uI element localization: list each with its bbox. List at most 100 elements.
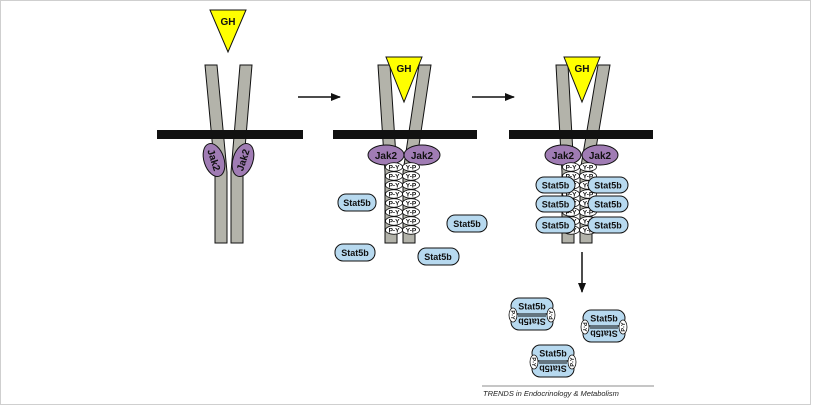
phosphotyrosine-right: Y-P (579, 162, 597, 172)
gh-hormone (563, 56, 601, 104)
svg-text:Stat5b: Stat5b (539, 349, 567, 359)
stat5b-free-1: Stat5b (337, 193, 377, 212)
svg-text:P-Y: P-Y (389, 209, 401, 216)
gh-label: GH (575, 64, 590, 75)
stat5b-docked-right-3: Stat5b (587, 216, 629, 234)
phosphotyrosine-pair-right: P-Y (567, 354, 577, 370)
svg-text:P-Y: P-Y (566, 164, 578, 171)
svg-text:Y-P: Y-P (406, 209, 417, 216)
stat5b-docked-left-3: Stat5b (535, 216, 576, 234)
stat5b-docked-left-1: Stat5b (535, 176, 576, 194)
svg-text:Stat5b: Stat5b (341, 248, 369, 258)
phosphotyrosine-right: Y-P (402, 162, 420, 172)
phosphotyrosine-pair-left: P-Y (580, 319, 590, 335)
gh-label: GH (397, 64, 412, 75)
phosphotyrosine-left: P-Y (385, 225, 403, 235)
svg-text:Jak2: Jak2 (411, 151, 434, 162)
svg-text:Y-P: Y-P (583, 191, 594, 198)
svg-text:P-Y: P-Y (389, 218, 401, 225)
svg-text:P-Y: P-Y (389, 182, 401, 189)
svg-text:Y-P: Y-P (583, 227, 594, 234)
svg-text:Jak2: Jak2 (589, 151, 612, 162)
phosphotyrosine-pair-right: P-Y (546, 307, 556, 323)
svg-text:Y-P: Y-P (406, 173, 417, 180)
svg-text:Y-P: Y-P (406, 191, 417, 198)
svg-text:P-Y: P-Y (530, 357, 536, 367)
svg-text:Stat5b: Stat5b (453, 219, 481, 229)
phosphotyrosine-pair-left: P-Y (529, 354, 539, 370)
phosphotyrosine-left: P-Y (562, 162, 580, 172)
phosphotyrosine-left: P-Y (385, 207, 403, 217)
svg-text:Stat5b: Stat5b (542, 221, 570, 231)
svg-text:Jak2: Jak2 (375, 151, 398, 162)
phosphotyrosine-column-right: Y-PY-PY-PY-PY-PY-PY-PY-P (402, 162, 420, 235)
stat5b-upper: Stat5b (582, 309, 626, 327)
phosphotyrosine-pair-right: P-Y (618, 319, 628, 335)
svg-text:Stat5b: Stat5b (518, 302, 546, 312)
panel-unbound: GH Jak2 Jak2 (157, 9, 303, 244)
cell-membrane (333, 130, 477, 139)
phosphotyrosine-right: Y-P (402, 171, 420, 181)
cell-membrane (509, 130, 653, 139)
svg-text:P-Y: P-Y (566, 209, 578, 216)
phosphotyrosine-right: Y-P (402, 198, 420, 208)
jak2-right: Jak2 (581, 144, 619, 166)
phosphotyrosine-left: P-Y (385, 180, 403, 190)
cell-membrane (157, 130, 303, 139)
svg-text:P-Y: P-Y (566, 173, 578, 180)
phosphotyrosine-column-left: P-YP-YP-YP-YP-YP-YP-YP-Y (385, 162, 403, 235)
jak2-right: Jak2 (231, 143, 255, 177)
stat5b-upper: Stat5b (531, 344, 575, 362)
svg-text:Y-P: Y-P (406, 227, 417, 234)
svg-text:Y-P: Y-P (406, 182, 417, 189)
svg-text:Y-P: Y-P (583, 209, 594, 216)
svg-text:Stat5b: Stat5b (542, 200, 570, 210)
phosphotyrosine-right: Y-P (402, 216, 420, 226)
phosphotyrosine-left: P-Y (385, 216, 403, 226)
svg-text:Stat5b: Stat5b (343, 198, 371, 208)
stat5b-free-2: Stat5b (446, 214, 488, 233)
jak2-right: Jak2 (403, 144, 441, 166)
svg-text:P-Y: P-Y (566, 191, 578, 198)
svg-text:P-Y: P-Y (389, 227, 401, 234)
phosphotyrosine-right: Y-P (402, 189, 420, 199)
svg-text:Y-P: Y-P (583, 164, 594, 171)
stat5b-docked-right-2: Stat5b (587, 195, 629, 213)
phosphotyrosine-left: P-Y (385, 162, 403, 172)
svg-text:P-Y: P-Y (509, 310, 515, 320)
phosphotyrosine-right: Y-P (402, 180, 420, 190)
stat5b-upper: Stat5b (510, 297, 554, 315)
svg-text:Stat5b: Stat5b (539, 364, 567, 374)
svg-text:Stat5b: Stat5b (594, 181, 622, 191)
panel-stat-docking: GH Jak2 Jak2 P-YP-YP-YP-YP-YP-YP-YP-Y Y-… (509, 56, 653, 244)
svg-text:Stat5b: Stat5b (424, 252, 452, 262)
jak2-left: Jak2 (544, 144, 582, 166)
phosphotyrosine-pair-left: P-Y (508, 307, 518, 323)
svg-text:P-Y: P-Y (581, 322, 587, 332)
svg-text:P-Y: P-Y (389, 173, 401, 180)
stat5b-docked-right-1: Stat5b (587, 176, 629, 194)
svg-text:Stat5b: Stat5b (518, 317, 546, 327)
svg-text:P-Y: P-Y (621, 322, 627, 332)
gh-hormone (209, 9, 247, 54)
phosphotyrosine-left: P-Y (385, 171, 403, 181)
svg-text:Stat5b: Stat5b (594, 221, 622, 231)
svg-text:Y-P: Y-P (583, 173, 594, 180)
svg-text:Stat5b: Stat5b (590, 314, 618, 324)
phosphotyrosine-right: Y-P (402, 225, 420, 235)
svg-text:P-Y: P-Y (389, 200, 401, 207)
svg-text:Y-P: Y-P (406, 200, 417, 207)
svg-text:Jak2: Jak2 (552, 151, 575, 162)
gh-label: GH (221, 17, 236, 28)
svg-text:P-Y: P-Y (389, 164, 401, 171)
phosphotyrosine-right: Y-P (402, 207, 420, 217)
stat5b-free-4: Stat5b (417, 247, 460, 266)
stat5b-free-3: Stat5b (334, 243, 376, 262)
svg-text:Stat5b: Stat5b (594, 200, 622, 210)
svg-text:Stat5b: Stat5b (542, 181, 570, 191)
